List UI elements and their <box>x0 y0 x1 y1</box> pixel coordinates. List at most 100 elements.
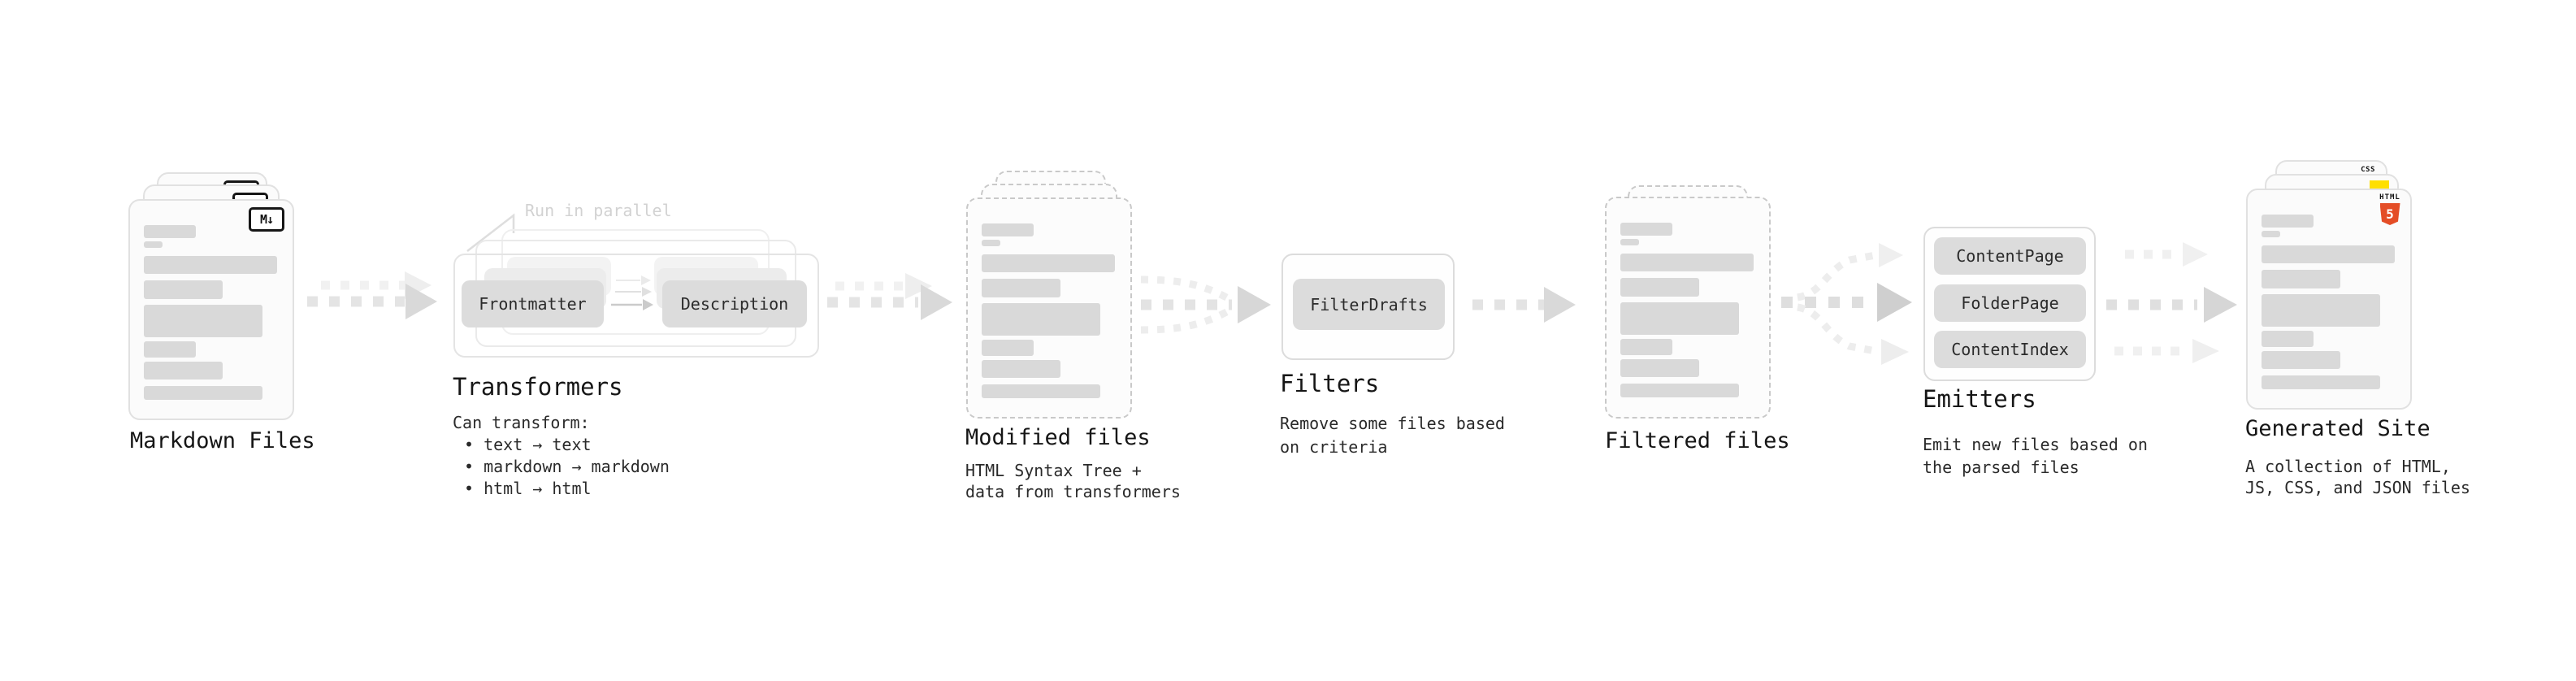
filters-desc-line: on criteria <box>1280 437 1388 457</box>
doc-line-placeholder <box>144 341 196 358</box>
run-in-parallel-note: Run in parallel <box>525 201 672 220</box>
filtered-file-card-front <box>1605 197 1771 419</box>
doc-line-placeholder <box>1620 254 1754 271</box>
parallel-bottom-head <box>2192 339 2219 363</box>
filterdrafts-chip: FilterDrafts <box>1293 279 1445 330</box>
html5-icon-text: HTML <box>2379 193 2400 202</box>
modified-files-description: HTML Syntax Tree + data from transformer… <box>965 460 1181 502</box>
generated-desc-line: A collection of HTML, <box>2245 457 2451 476</box>
diverge-bottom-curve <box>1796 303 1876 355</box>
filters-heading: Filters <box>1280 370 1380 397</box>
emitter-chip-label: FolderPage <box>1961 293 2059 313</box>
doc-line-placeholder <box>2262 245 2395 263</box>
doc-line-placeholder <box>982 384 1100 398</box>
doc-line-placeholder <box>982 303 1100 336</box>
doc-line-placeholder <box>2262 231 2280 237</box>
transformers-heading: Transformers <box>453 373 623 401</box>
generated-site-description: A collection of HTML, JS, CSS, and JSON … <box>2245 456 2470 498</box>
emitter-chip-label: ContentIndex <box>1951 340 2069 359</box>
emitter-chip-folderpage: FolderPage <box>1934 284 2086 322</box>
doc-line-placeholder <box>982 254 1115 272</box>
markdown-file-card-front: M↓ <box>128 199 294 420</box>
doc-line-placeholder <box>982 360 1060 378</box>
generated-file-card-html: HTML 5 <box>2246 189 2412 410</box>
markdown-icon: M↓ <box>249 207 284 232</box>
diverge-mid-head <box>1877 283 1912 322</box>
html5-icon: HTML 5 <box>2376 194 2404 225</box>
generated-site-label: Generated Site <box>2245 416 2431 441</box>
doc-line-placeholder <box>1620 239 1639 245</box>
modified-file-card-front <box>966 197 1132 419</box>
doc-line-placeholder <box>2262 270 2340 288</box>
modified-desc-line: HTML Syntax Tree + <box>965 461 1142 480</box>
emitters-desc-line: Emit new files based on <box>1923 435 2148 454</box>
transformers-description: Can transform: • text → text • markdown … <box>453 412 670 500</box>
doc-line-placeholder <box>982 240 1000 246</box>
modified-files-label: Modified files <box>965 425 1151 450</box>
converge-head <box>1238 286 1271 323</box>
doc-line-placeholder <box>1620 302 1739 335</box>
emitters-description: Emit new files based on the parsed files <box>1923 433 2148 479</box>
transformers-bullet: • markdown → markdown <box>464 457 670 476</box>
converge-bottom-curve <box>1140 307 1232 334</box>
modified-desc-line: data from transformers <box>965 482 1181 501</box>
doc-line-placeholder <box>982 223 1034 236</box>
generated-desc-line: JS, CSS, and JSON files <box>2245 478 2470 497</box>
emitters-desc-line: the parsed files <box>1923 458 2079 477</box>
doc-line-placeholder <box>982 279 1060 297</box>
note-leader-line <box>466 213 515 252</box>
doc-line-placeholder <box>982 340 1034 356</box>
description-chip: Description <box>662 280 807 327</box>
doc-line-placeholder <box>2262 331 2314 347</box>
filtered-files-label: Filtered files <box>1605 428 1790 453</box>
transformers-bullet: • text → text <box>464 435 592 454</box>
emitter-chip-contentpage: ContentPage <box>1934 237 2086 275</box>
doc-line-placeholder <box>144 256 277 274</box>
doc-line-placeholder <box>1620 339 1672 355</box>
diverge-top-head <box>1879 243 1903 267</box>
markdown-files-label: Markdown Files <box>130 428 315 453</box>
arrow-main-head <box>405 284 437 319</box>
doc-line-placeholder <box>144 362 223 380</box>
markdown-icon-glyph: M↓ <box>259 211 274 227</box>
arrow-main-head <box>921 284 952 320</box>
doc-line-placeholder <box>2262 351 2340 369</box>
doc-line-placeholder <box>144 305 262 337</box>
parallel-mid-head <box>2204 287 2237 323</box>
converge-top-curve <box>1140 275 1232 302</box>
description-chip-label: Description <box>680 294 789 314</box>
transformer-layer-front <box>453 254 819 358</box>
doc-line-placeholder <box>2262 294 2380 327</box>
mini-arrow-head <box>642 287 652 297</box>
doc-line-placeholder <box>144 280 223 299</box>
doc-line-placeholder <box>144 225 196 238</box>
doc-line-placeholder <box>1620 223 1672 236</box>
parallel-top-head <box>2183 242 2208 267</box>
emitter-chip-label: ContentPage <box>1956 246 2064 266</box>
html5-icon-number: 5 <box>2386 206 2394 222</box>
doc-line-placeholder <box>1620 359 1699 377</box>
js-file-icon <box>2370 180 2389 189</box>
doc-line-placeholder <box>144 386 262 400</box>
doc-line-placeholder <box>2262 215 2314 228</box>
doc-line-placeholder <box>2262 375 2380 389</box>
mini-arrow-head <box>643 299 653 310</box>
transformers-bullet: • html → html <box>464 479 592 498</box>
diverge-bottom-head <box>1881 339 1909 365</box>
frontmatter-chip-label: Frontmatter <box>479 294 587 314</box>
transformers-desc-title: Can transform: <box>453 413 590 432</box>
filters-description: Remove some files based on criteria <box>1280 412 1505 459</box>
html5-icon-shield: 5 <box>2379 203 2400 225</box>
doc-line-placeholder <box>144 241 163 248</box>
diverge-top-curve <box>1796 251 1876 301</box>
filterdrafts-chip-label: FilterDrafts <box>1310 294 1428 314</box>
filters-desc-line: Remove some files based <box>1280 414 1505 433</box>
mini-arrow-head <box>641 275 651 285</box>
emitter-chip-contentindex: ContentIndex <box>1934 331 2086 368</box>
css-icon-text: CSS <box>2361 166 2375 174</box>
doc-line-placeholder <box>1620 384 1739 397</box>
doc-line-placeholder <box>1620 278 1699 297</box>
arrow-ghost-head <box>905 273 932 299</box>
